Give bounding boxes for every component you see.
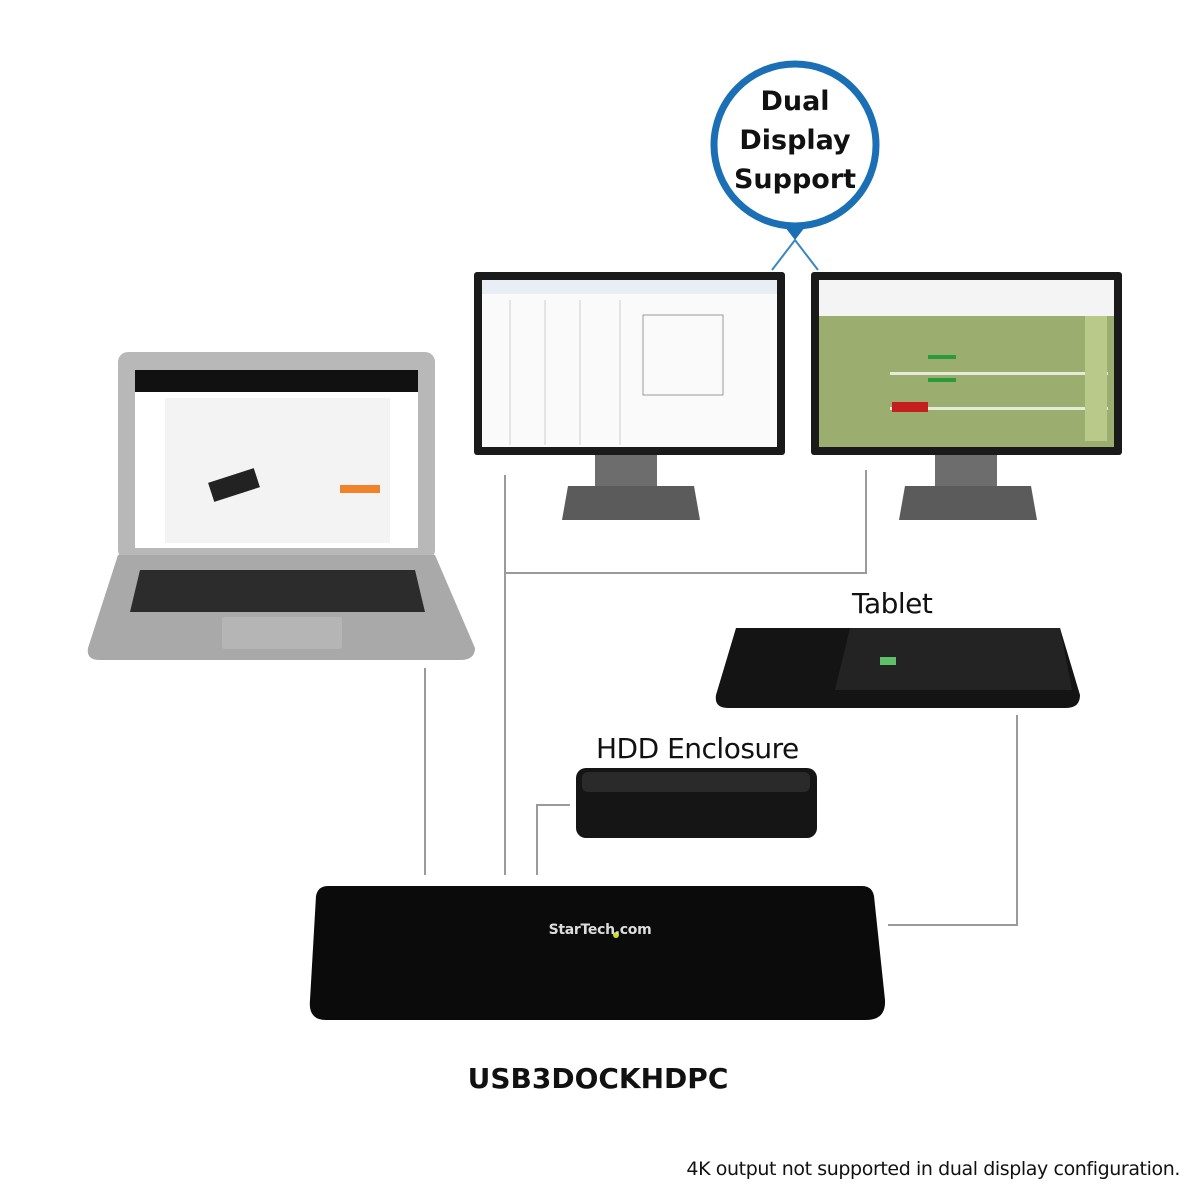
hdd-connector-line: [536, 804, 570, 875]
laptop: [87, 352, 475, 660]
monitor-left: [474, 272, 785, 520]
monitor-right-connector-line: [505, 470, 867, 574]
callout-line: Support: [733, 164, 857, 195]
tablet-connector-line: [888, 715, 1018, 926]
tablet-label: Tablet: [852, 587, 933, 620]
tablet: [715, 628, 1080, 708]
dock-logo: StarTech.com: [548, 922, 652, 938]
footnote: 4K output not supported in dual display …: [686, 1158, 1180, 1180]
callout-line: Dual: [760, 86, 830, 117]
hdd-label: HDD Enclosure: [596, 732, 799, 765]
callout-dual-display-support: Dual Display Support: [713, 82, 877, 199]
callout-pointer-lines: [771, 238, 819, 271]
callout-bubble: [710, 60, 880, 240]
dock: [309, 886, 886, 1020]
callout-line: Display: [739, 125, 851, 156]
monitor-right: [811, 272, 1122, 520]
model-name: USB3DOCKHDPC: [467, 1062, 729, 1095]
hdd-enclosure: [576, 768, 817, 838]
